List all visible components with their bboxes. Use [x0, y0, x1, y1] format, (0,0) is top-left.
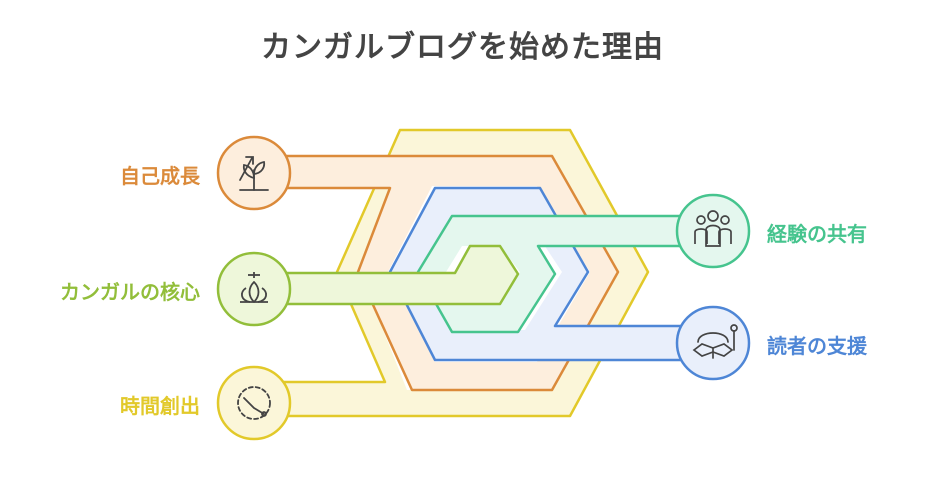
circle-time-creation: [216, 365, 292, 441]
circle-kangaru-core: [216, 251, 292, 327]
people-group-icon: [694, 210, 732, 247]
circle-reader-support: [675, 305, 751, 381]
label-time-creation: 時間創出: [120, 394, 200, 418]
label-self-growth: 自己成長: [120, 164, 200, 188]
label-kangaru-core: カンガルの核心: [60, 280, 200, 304]
lotus-core-icon: [240, 272, 268, 303]
circle-share-experience: [675, 193, 751, 269]
label-share-experience: 経験の共有: [767, 222, 867, 246]
sprout-growth-icon: [239, 156, 269, 191]
label-reader-support: 読者の支援: [767, 334, 867, 358]
clock-icon: [237, 386, 271, 420]
reader-support-icon: [692, 324, 738, 359]
circle-self-growth: [216, 135, 292, 211]
lime-band: [281, 244, 520, 306]
page-title: カンガルブログを始めた理由: [261, 30, 664, 65]
